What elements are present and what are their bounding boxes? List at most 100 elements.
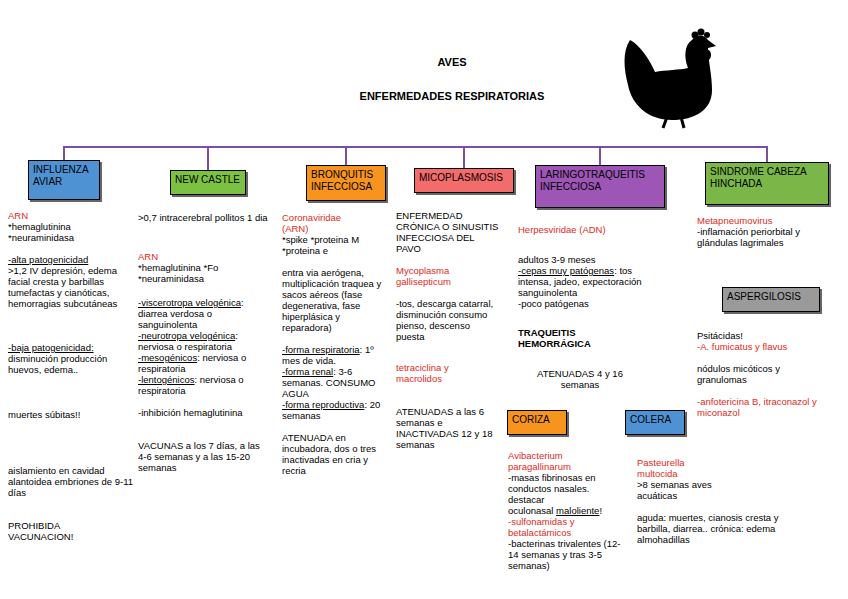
- note-text: -viscerotropa velogénica: [138, 297, 241, 308]
- note-text: Coronaviridae (ARN): [282, 212, 341, 234]
- note-text: ATENUADAS a las 6 semanas e INACTIVADAS …: [396, 406, 492, 450]
- note-text: -inhibición hemaglutinina: [138, 407, 243, 418]
- box-title: CORIZA: [512, 414, 562, 426]
- disease-box: INFLUENZA AVIAR: [28, 160, 100, 200]
- note-text: Herpesviridae (ADN): [518, 224, 606, 235]
- disease-box: COLERA: [625, 410, 685, 435]
- note-text: -A. fumicatus y flavus: [697, 341, 787, 352]
- note-block: -forma reproductiva: 20 semanas: [282, 399, 392, 421]
- note-block: ENFERMEDAD CRÓNICA O SINUSITIS INFECCIOS…: [396, 210, 501, 254]
- hen-comb: [692, 32, 699, 39]
- note-text: >0,7 intracerebral pollitos 1 dia: [138, 212, 268, 223]
- note-block: Pasteurella multocida: [637, 457, 727, 479]
- note-block: Avibacterium paragallinarum: [508, 450, 626, 472]
- disease-box: CORIZA: [507, 410, 567, 435]
- note-text: -cepas muy patógenas: [518, 265, 614, 276]
- box-title: MICOPLASMOSIS: [419, 172, 509, 184]
- note-block: -cepas muy patógenas: tos intensa, jadeo…: [518, 265, 663, 298]
- note-block: Psitácidas!: [697, 330, 827, 341]
- note-text: ATENUADAS 4 y 16 semanas: [537, 368, 623, 390]
- note-block: -anfotericina B, itraconazol y miconazol: [697, 396, 837, 418]
- hen-leg: [663, 117, 667, 128]
- note-block: -baja patogenicidad:: [8, 342, 138, 353]
- note-text: -anfotericina B, itraconazol y miconazol: [697, 396, 817, 418]
- disease-box: LARINGOTRAQUEITIS INFECCIOSA: [535, 165, 665, 208]
- note-text: !: [599, 505, 602, 516]
- disease-box: NEW CASTLE: [170, 170, 246, 195]
- note-block: -neurotropa velogénica: nerviosa o respi…: [138, 330, 273, 352]
- note-block: ATENUADAS a las 6 semanas e INACTIVADAS …: [396, 406, 501, 450]
- note-block: ARN: [8, 210, 68, 221]
- note-text: Metapneumovirus: [697, 215, 773, 226]
- note-text: Psitácidas!: [697, 330, 743, 341]
- note-block: -lentogénicos: nerviosa o respiratoria: [138, 374, 273, 396]
- note-text: PROHIBIDA VACUNACION!: [8, 520, 73, 542]
- disease-box: SINDROME CABEZA HINCHADA: [705, 162, 829, 205]
- note-text: -sulfonamidas y betalactámicos: [508, 516, 575, 538]
- note-text: -alta patogenicidad: [8, 254, 88, 265]
- note-text: -bacterinas trivalentes (12-14 semanas y…: [508, 538, 620, 571]
- note-block: -alta patogenicidad: [8, 254, 138, 265]
- note-block: -sulfonamidas y betalactámicos: [508, 516, 626, 538]
- note-text: -poco patógenas: [518, 298, 589, 309]
- note-text: -forma reproductiva: [282, 399, 364, 410]
- note-text: disminución producción huevos, edema..: [8, 353, 107, 375]
- note-block: ATENUADAS 4 y 16 semanas: [530, 368, 630, 390]
- note-block: *spike *proteina M *proteina e: [282, 234, 362, 256]
- note-block: disminución producción huevos, edema..: [8, 353, 108, 375]
- note-text: ARN: [8, 210, 28, 221]
- note-text: Mycoplasma gallisepticum: [396, 265, 451, 287]
- note-block: VACUNAS a los 7 días, a las 4-6 semanas …: [138, 440, 268, 473]
- hen-body: [625, 36, 717, 121]
- note-text: tetraciclina y macrolidos: [396, 362, 449, 384]
- note-text: maloliente: [556, 505, 599, 516]
- note-text: Pasteurella multocida: [637, 457, 685, 479]
- note-text: muertes súbitas!!: [8, 409, 80, 420]
- note-text: ENFERMEDAD CRÓNICA O SINUSITIS INFECCIOS…: [396, 210, 498, 254]
- note-block: -mesogénicos: nerviosa o respiratoria: [138, 352, 273, 374]
- disease-box: MICOPLASMOSIS: [414, 168, 514, 193]
- note-block: -inhibición hemaglutinina: [138, 407, 273, 418]
- note-text: -forma respiratoria: [282, 344, 360, 355]
- note-block: -inflamación periorbital y glándulas lag…: [697, 226, 837, 248]
- hen-comb: [698, 29, 705, 36]
- note-text: >1,2 IV depresión, edema facial cresta y…: [8, 265, 117, 309]
- note-block: -poco patógenas: [518, 298, 658, 309]
- note-block: -viscerotropa velogénica: diarrea verdos…: [138, 297, 273, 330]
- note-block: muertes súbitas!!: [8, 409, 128, 420]
- box-title: SINDROME CABEZA HINCHADA: [710, 166, 824, 190]
- note-text: ARN: [138, 251, 158, 262]
- note-block: Herpesviridae (ADN): [518, 224, 658, 235]
- note-text: -inflamación periorbital y glándulas lag…: [697, 226, 800, 248]
- note-block: tetraciclina y macrolidos: [396, 362, 496, 384]
- note-block: Metapneumovirus: [697, 215, 837, 226]
- box-title: COLERA: [630, 414, 680, 426]
- note-text: TRAQUEITIS HEMORRÁGICA: [518, 327, 591, 349]
- note-text: -tos, descarga catarral, disminución con…: [396, 298, 493, 342]
- note-block: -tos, descarga catarral, disminución con…: [396, 298, 501, 342]
- note-block: adultos 3-9 meses: [518, 254, 658, 265]
- note-text: *hemaglutinina *neuraminidasa: [8, 221, 74, 243]
- note-block: -forma renal: 3-6 semanas. CONSUMO AGUA: [282, 366, 392, 399]
- box-title: ASPERGILOSIS: [727, 291, 815, 303]
- note-block: >1,2 IV depresión, edema facial cresta y…: [8, 265, 133, 309]
- note-block: ARN: [138, 251, 198, 262]
- note-text: >8 semanas aves acuáticas: [637, 479, 712, 501]
- note-block: *hemaglutinina *Fo *neuraminidasa: [138, 262, 223, 284]
- note-text: -neurotropa velogénica: [138, 330, 235, 341]
- hen-wattle: [705, 50, 711, 60]
- note-block: >0,7 intracerebral pollitos 1 dia: [138, 212, 273, 223]
- hen-leg: [681, 117, 684, 128]
- disease-box: BRONQUITIS INFECCIOSA: [306, 165, 386, 201]
- note-text: entra via aerógena, multiplicación traqu…: [282, 267, 381, 333]
- box-title: NEW CASTLE: [175, 174, 241, 186]
- hen-comb: [704, 32, 710, 38]
- note-text: ATENUADA en incubadora, dos o tres inact…: [282, 432, 376, 476]
- note-block: *hemaglutinina *neuraminidasa: [8, 221, 98, 243]
- note-text: nódulos micóticos y granulomas: [697, 363, 780, 385]
- note-block: -masas fibrinosas en conductos nasales. …: [508, 472, 626, 516]
- note-block: aguda: muertes, cianosis cresta y barbil…: [637, 512, 787, 545]
- note-text: aguda: muertes, cianosis cresta y barbil…: [637, 512, 779, 545]
- note-text: Avibacterium paragallinarum: [508, 450, 571, 472]
- note-block: TRAQUEITIS HEMORRÁGICA: [518, 327, 618, 349]
